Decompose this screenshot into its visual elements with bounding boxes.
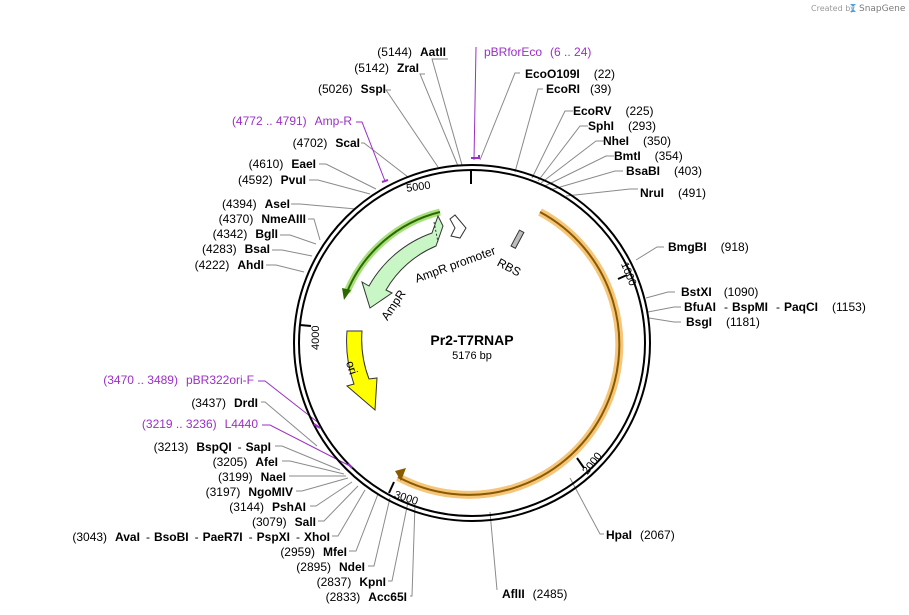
site-hpai[interactable]: HpaI(2067) xyxy=(606,528,675,542)
tick-label-2000: 2000 xyxy=(580,450,605,477)
site-bsai[interactable]: (4283)BsaI xyxy=(202,242,270,256)
tick-label-5000: 5000 xyxy=(405,180,431,195)
site-naei[interactable]: (3199)NaeI xyxy=(218,470,286,484)
tick-label-4000: 4000 xyxy=(310,326,322,350)
tick-marks xyxy=(299,170,628,494)
feature-arc-orange[interactable] xyxy=(396,208,624,499)
credit-brand[interactable]: SnapGene xyxy=(859,4,906,14)
site-bgli[interactable]: (4342)BglI xyxy=(213,227,278,241)
site-avai-group[interactable]: (3043)AvaI-BsoBI-PaeR7I-PspXI-XhoI xyxy=(72,530,330,544)
site-ngomiv[interactable]: (3197)NgoMIV xyxy=(206,485,293,499)
site-acc65i[interactable]: (2833)Acc65I xyxy=(326,590,407,604)
site-eaei[interactable]: (4610)EaeI xyxy=(249,157,316,171)
plasmid-name: Pr2-T7RNAP xyxy=(430,332,513,348)
site-bmti[interactable]: BmtI(354) xyxy=(614,149,683,163)
primer-l4440[interactable]: (3219 .. 3236)L4440 xyxy=(142,417,258,431)
site-ecoo109i[interactable]: EcoO109I(22) xyxy=(525,67,615,81)
primer-markers xyxy=(313,155,480,469)
site-bsgi[interactable]: BsgI(1181) xyxy=(686,315,760,329)
credit-prefix: Created by xyxy=(811,4,855,13)
ampr-boundary xyxy=(433,221,439,243)
site-afei[interactable]: (3205)AfeI xyxy=(213,455,278,469)
site-ecori[interactable]: EcoRI(39) xyxy=(546,82,611,96)
plasmid-length: 5176 bp xyxy=(452,350,492,362)
site-sphi[interactable]: SphI(293) xyxy=(588,119,656,133)
ori-label: ori xyxy=(343,359,360,376)
primer-pbr322ori-f[interactable]: (3470 .. 3489)pBR322ori-F xyxy=(103,373,254,387)
site-aflii[interactable]: AflII(2485) xyxy=(502,587,567,601)
site-pvui[interactable]: (4592)PvuI xyxy=(238,173,306,187)
site-ahdi[interactable]: (4222)AhdI xyxy=(195,258,264,272)
snapgene-logo-icon xyxy=(850,4,856,12)
feature-arc-green-arrowhead xyxy=(342,288,351,300)
rbs-feature[interactable] xyxy=(510,229,525,250)
site-nmeaiii[interactable]: (4370)NmeAIII xyxy=(219,212,306,226)
ori-feature[interactable] xyxy=(345,330,378,412)
site-pshai[interactable]: (3144)PshAI xyxy=(229,500,306,514)
site-mfei[interactable]: (2959)MfeI xyxy=(280,545,347,559)
site-nrui[interactable]: NruI(491) xyxy=(640,186,706,200)
site-bmgbi[interactable]: BmgBI(918) xyxy=(668,240,749,254)
ampr-feature[interactable] xyxy=(361,214,444,309)
site-ecorv[interactable]: EcoRV(225) xyxy=(573,104,653,118)
primer-pbrforeco[interactable]: pBRforEco(6 .. 24) xyxy=(484,45,591,59)
backbone-outer xyxy=(293,164,651,522)
site-asei[interactable]: (4394)AseI xyxy=(222,197,290,211)
site-aatii[interactable]: (5144)AatII xyxy=(377,45,446,59)
site-sali[interactable]: (3079)SalI xyxy=(252,515,316,529)
site-drdi[interactable]: (3437)DrdI xyxy=(191,396,258,410)
feature-arc-orange-arrowhead xyxy=(395,468,406,481)
primer-leader-lines xyxy=(258,46,477,467)
site-sspi[interactable]: (5026)SspI xyxy=(318,82,386,96)
site-bsabi[interactable]: BsaBI(403) xyxy=(626,164,702,178)
site-scai[interactable]: (4702)ScaI xyxy=(293,136,360,150)
site-bspqi-sapi[interactable]: (3213)BspQI-SapI xyxy=(154,440,271,454)
primer-amp-r[interactable]: (4772 .. 4791)Amp-R xyxy=(232,114,352,128)
site-bstxi[interactable]: BstXI(1090) xyxy=(681,285,758,299)
site-zrai[interactable]: (5142)ZraI xyxy=(354,61,419,75)
site-bfuai-group[interactable]: BfuAI-BspMI-PaqCI(1153) xyxy=(684,300,866,314)
site-nhei[interactable]: NheI(350) xyxy=(603,134,671,148)
leader-lines xyxy=(261,58,681,597)
tick-label-1000: 1000 xyxy=(618,260,638,287)
rbs-label: RBS xyxy=(495,255,523,279)
ampr-promoter-feature[interactable] xyxy=(449,214,467,239)
site-kpni[interactable]: (2837)KpnI xyxy=(317,575,386,589)
site-ndei[interactable]: (2895)NdeI xyxy=(296,560,365,574)
